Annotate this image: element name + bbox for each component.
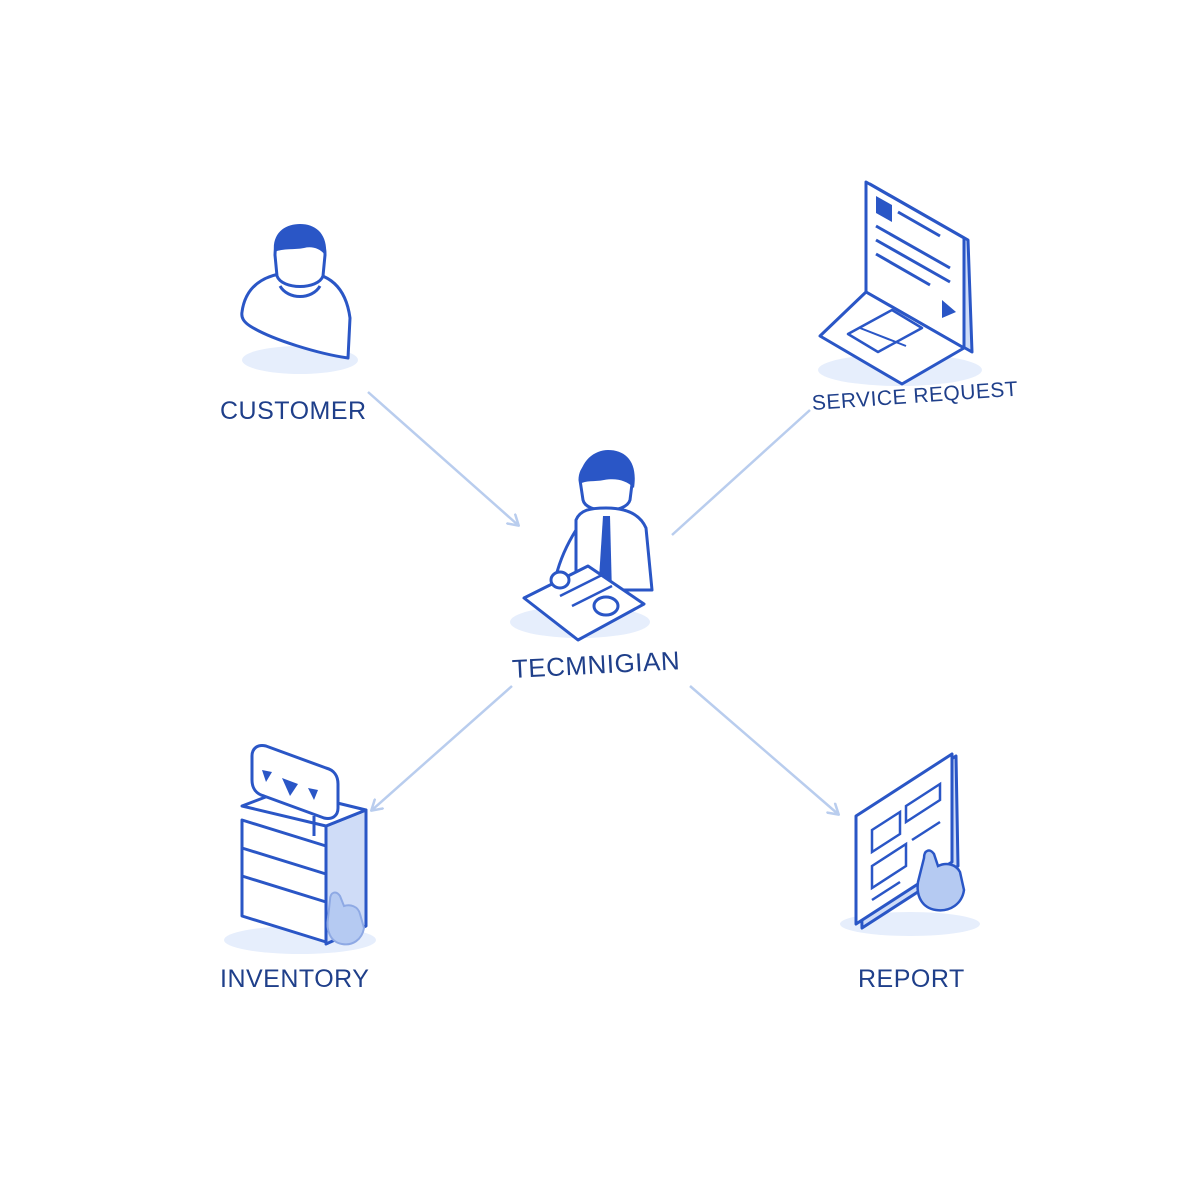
report-document-icon — [840, 752, 980, 936]
connector-service-request-to-technician — [671, 409, 811, 536]
connector-customer-to-technician — [367, 391, 518, 525]
laptop-icon — [818, 180, 982, 386]
connector-technician-to-inventory — [372, 685, 513, 810]
inventory-label: INVENTORY — [220, 965, 370, 993]
person-icon — [240, 224, 358, 374]
connector-technician-to-report — [689, 685, 838, 814]
report-label: REPORT — [858, 965, 965, 993]
technician-at-desk-icon — [510, 450, 654, 642]
server-stack-icon — [224, 744, 376, 954]
customer-label: CUSTOMER — [220, 397, 367, 425]
